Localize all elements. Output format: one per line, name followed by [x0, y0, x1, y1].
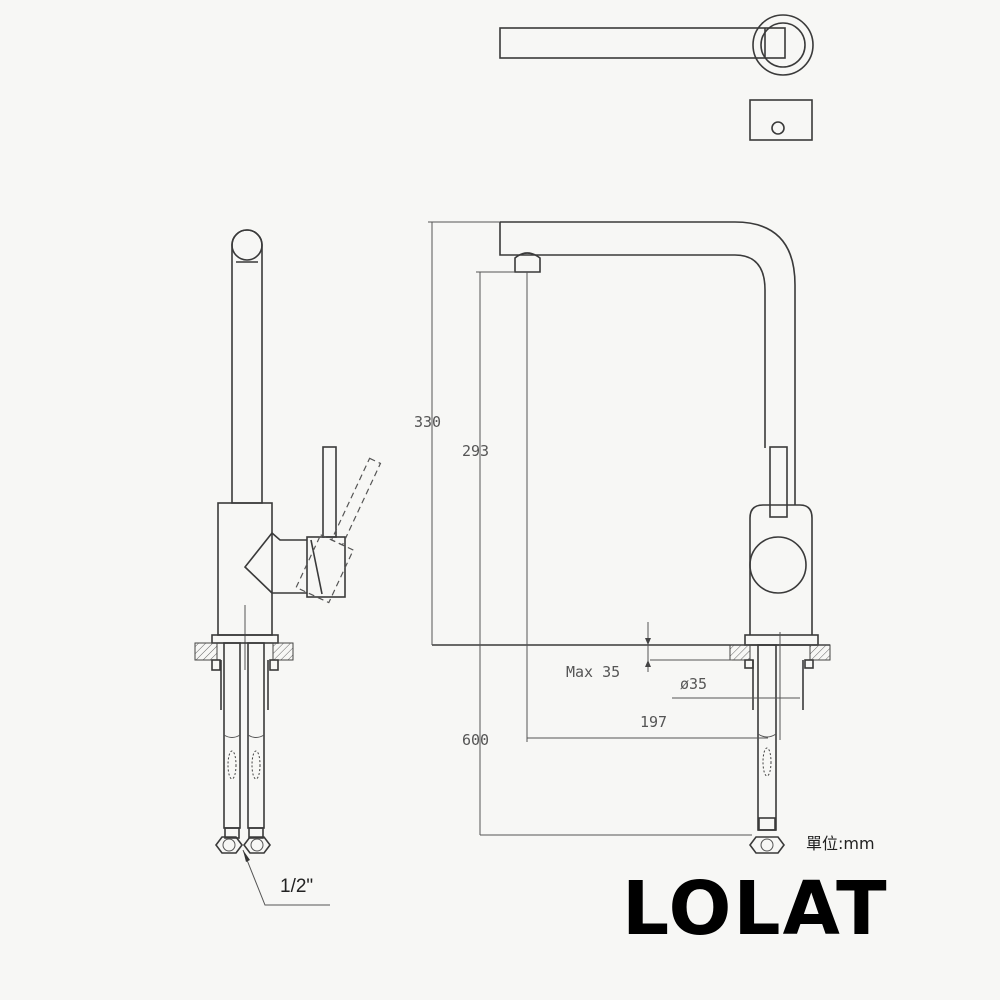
dim-spout-height: 293 [462, 442, 489, 460]
unit-label: 單位:mm [806, 834, 875, 853]
dim-max-counter-thickness: Max 35 [566, 663, 620, 681]
dim-spout-reach: 197 [640, 713, 667, 731]
dimension-lines [428, 221, 800, 836]
side-view [194, 229, 382, 906]
dim-hole-diameter: ø35 [680, 675, 707, 693]
top-view [499, 14, 814, 141]
dim-total-height: 330 [414, 413, 441, 431]
connector-size-label: 1/2" [280, 876, 313, 897]
brand-logo: LOLAT [622, 866, 889, 952]
front-view [432, 221, 831, 854]
dim-hose-length: 600 [462, 731, 489, 749]
